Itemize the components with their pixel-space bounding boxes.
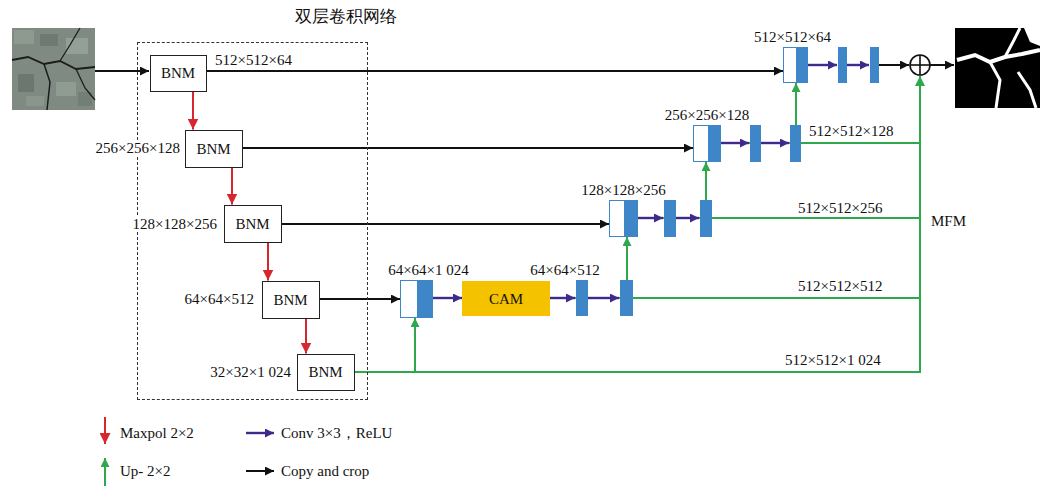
bnm-block: BNM xyxy=(297,354,355,391)
maxpool-arrow xyxy=(192,92,194,130)
legend-arrow xyxy=(104,417,106,444)
legend-text: Maxpol 2×2 xyxy=(120,424,194,442)
dimension-label: 128×128×256 xyxy=(132,216,218,232)
legend-sample xyxy=(244,462,276,480)
dimension-heading: 128×128×256 xyxy=(581,181,665,199)
dimension-label: 512×512×64 xyxy=(214,52,293,68)
input-image xyxy=(12,28,95,110)
input-arrow xyxy=(95,70,149,72)
dimension-label: 512×512×128 xyxy=(808,123,894,139)
legend-item: Up- 2×2 xyxy=(96,462,171,480)
copy-crop-arrow xyxy=(243,147,694,149)
module-label: MFM xyxy=(930,213,967,229)
bnm-block: BNM xyxy=(262,281,320,319)
dimension-heading: 256×256×128 xyxy=(665,106,749,124)
concat-block: 64×64×1 024 xyxy=(400,280,433,318)
sum-arrow xyxy=(879,64,909,66)
maxpool-arrow xyxy=(231,168,233,205)
dimension-heading: 64×64×1 024 xyxy=(388,261,469,279)
legend-sample xyxy=(96,462,114,480)
legend-item: Maxpol 2×2 xyxy=(96,424,194,442)
output-arrow xyxy=(930,64,954,66)
concat-block: 128×128×256 xyxy=(609,200,638,237)
legend-arrow xyxy=(246,470,274,472)
group-title: 双层卷积网络 xyxy=(295,7,397,27)
dimension-label: 512×512×256 xyxy=(797,200,883,216)
node-label: BNM xyxy=(273,291,307,309)
legend-text: Conv 3×3，ReLU xyxy=(281,424,392,442)
dimension-label: 256×256×128 xyxy=(95,140,181,156)
conv-bars xyxy=(576,47,879,316)
bnm-block: BNM xyxy=(150,55,207,92)
mfm-wires xyxy=(355,76,920,373)
copy-crop-arrow xyxy=(282,223,610,225)
dimension-label: 64×64×512 xyxy=(529,262,600,278)
legend-sample xyxy=(96,424,114,442)
upsample-arrow xyxy=(355,318,416,372)
maxpool-arrow xyxy=(305,319,307,354)
legend-arrow xyxy=(246,432,274,434)
node-label: BNM xyxy=(235,215,269,233)
concat-block: 512×512×64 xyxy=(783,47,808,83)
legend-arrow xyxy=(104,458,106,486)
sum-symbol xyxy=(910,55,930,75)
legend-item: Copy and crop xyxy=(244,462,369,480)
legend-sample xyxy=(244,424,276,442)
bnm-block: BNM xyxy=(185,130,243,168)
cam-module: CAM xyxy=(462,281,550,316)
node-label: BNM xyxy=(161,64,195,82)
concat-block: 256×256×128 xyxy=(693,125,721,162)
copy-crop-arrow xyxy=(320,298,401,300)
output-image xyxy=(955,28,1040,108)
node-label: CAM xyxy=(489,290,523,308)
dimension-label: 64×64×512 xyxy=(184,291,255,307)
copy-crop-arrow xyxy=(207,70,784,72)
node-label: BNM xyxy=(196,140,230,158)
dimension-heading: 512×512×64 xyxy=(754,28,831,46)
dimension-label: 512×512×1 024 xyxy=(784,352,882,368)
dimension-label: 512×512×512 xyxy=(797,278,883,294)
legend-text: Up- 2×2 xyxy=(120,462,171,480)
conv-arrow xyxy=(433,297,462,299)
bnm-block: BNM xyxy=(224,205,282,243)
maxpool-arrow xyxy=(267,243,269,281)
node-label: BNM xyxy=(308,363,342,381)
legend-text: Copy and crop xyxy=(281,462,369,480)
legend-item: Conv 3×3，ReLU xyxy=(244,424,392,442)
dimension-label: 32×32×1 024 xyxy=(209,364,292,380)
